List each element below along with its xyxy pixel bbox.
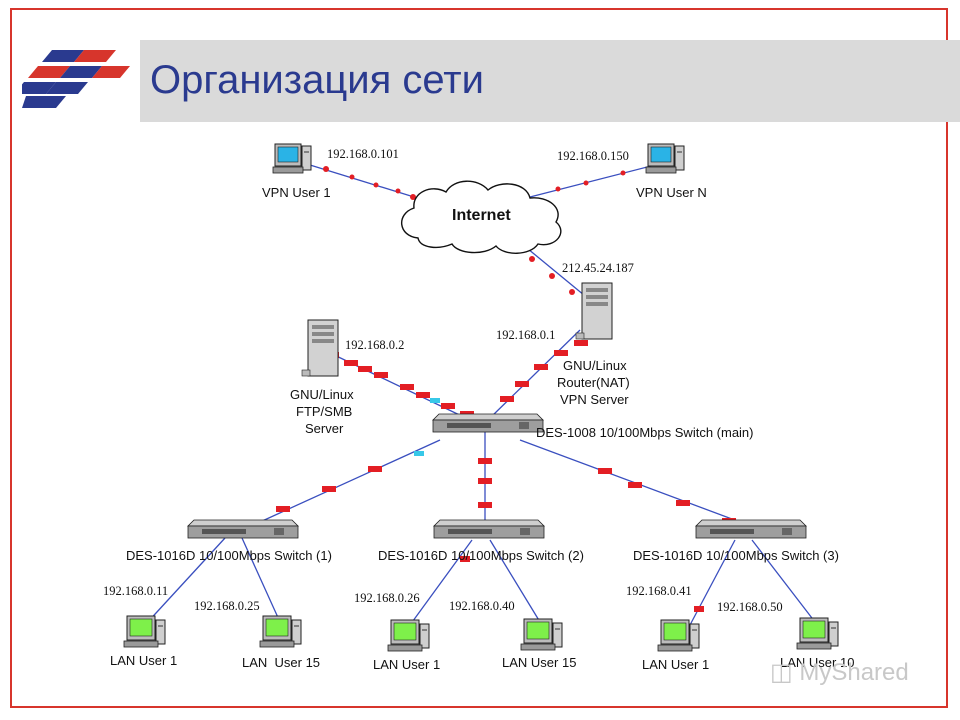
- switch-1-label: DES-1016D 10/100Mbps Switch (1): [126, 548, 332, 563]
- ftp-server-icon: [301, 319, 339, 377]
- server-ip: 192.168.0.2: [345, 338, 404, 352]
- lan-user-15-computer-icon: [259, 615, 302, 648]
- watermark: ◫ MyShared: [770, 659, 909, 686]
- vpn-user-n-ip: 192.168.0.150: [557, 149, 629, 163]
- lan-user-1-computer-icon: [123, 615, 166, 648]
- internet-cloud-icon: [401, 180, 562, 254]
- main-switch-icon: [432, 413, 544, 433]
- switch-2-icon: [433, 519, 545, 539]
- vpn-user-1-computer-icon: [272, 143, 312, 174]
- lan-user-label: LAN User 1: [110, 653, 177, 668]
- lan-user-label: LAN User 1: [373, 657, 440, 672]
- lan-user-10-computer-icon: [796, 617, 839, 650]
- router-internal-ip: 192.168.0.1: [496, 328, 555, 342]
- lan-user-1-computer-icon: [387, 619, 430, 652]
- switch-1-icon: [187, 519, 299, 539]
- lan-ip: 192.168.0.25: [194, 599, 260, 613]
- lan-user-15-computer-icon: [520, 618, 563, 651]
- switch-3-label: DES-1016D 10/100Mbps Switch (3): [633, 548, 839, 563]
- vpn-user-n-label: VPN User N: [636, 185, 707, 200]
- logo-icon: [22, 50, 130, 108]
- lan-ip: 192.168.0.50: [717, 600, 783, 614]
- lan-user-label: LAN User 15: [502, 655, 576, 670]
- switch-3-icon: [695, 519, 807, 539]
- router-label-line-1: GNU/Linux: [563, 358, 627, 373]
- main-switch-label: DES-1008 10/100Mbps Switch (main): [536, 425, 754, 440]
- vpn-user-1-ip: 192.168.0.101: [327, 147, 399, 161]
- lan-ip: 192.168.0.40: [449, 599, 515, 613]
- server-label-line-3: Server: [305, 421, 344, 436]
- router-label-line-2: Router(NAT): [557, 375, 630, 390]
- vpn-user-n-computer-icon: [645, 143, 685, 174]
- watermark-logo-icon: ◫: [770, 659, 800, 686]
- lan-ip: 192.168.0.11: [103, 584, 168, 598]
- server-label-line-2: FTP/SMB: [296, 404, 352, 419]
- lan-user-label: LAN User 15: [242, 655, 320, 670]
- router-label-line-3: VPN Server: [560, 392, 629, 407]
- lan-user-label: LAN User 10: [780, 655, 854, 670]
- page-title: Организация сети: [150, 58, 484, 102]
- internet-label: Internet: [452, 207, 511, 224]
- vpn-user-1-label: VPN User 1: [262, 185, 331, 200]
- server-label-line-1: GNU/Linux: [290, 387, 354, 402]
- router-server-icon: [575, 282, 613, 340]
- router-external-ip: 212.45.24.187: [562, 261, 634, 275]
- lan-user-label: LAN User 1: [642, 657, 709, 672]
- switch-2-label: DES-1016D 10/100Mbps Switch (2): [378, 548, 584, 563]
- lan-user-1-computer-icon: [657, 619, 700, 652]
- title-band: [140, 40, 960, 122]
- lan-ip: 192.168.0.41: [626, 584, 692, 598]
- lan-ip: 192.168.0.26: [354, 591, 420, 605]
